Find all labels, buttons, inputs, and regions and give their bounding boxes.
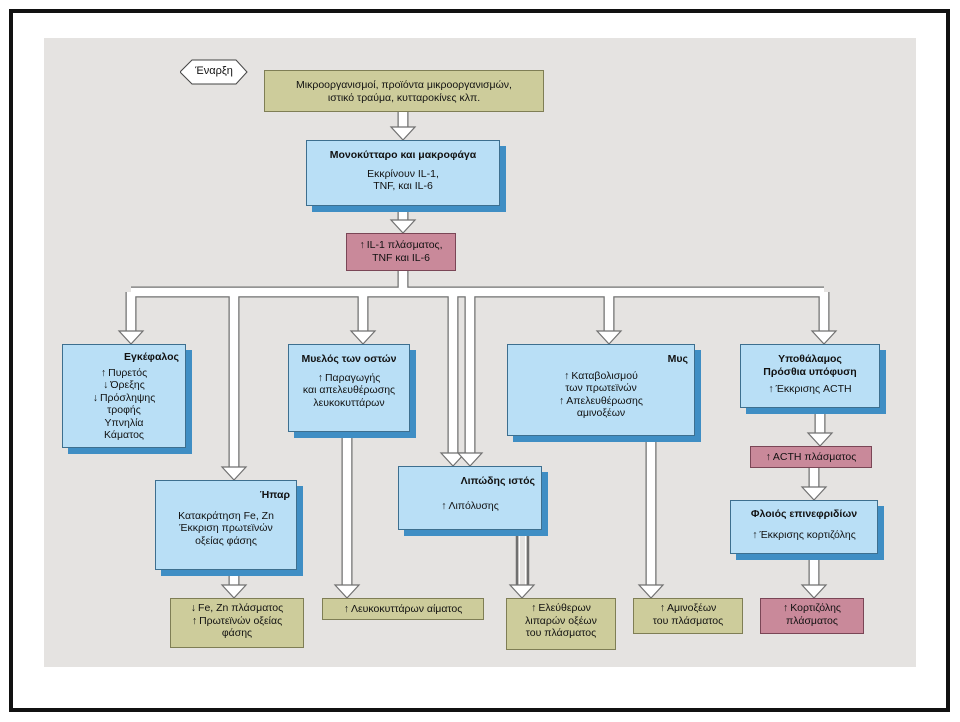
- out-wbc-box: Λευκοκυττάρων αίματος: [322, 598, 484, 620]
- out-aa-line-1: Αμινοξέων: [638, 602, 738, 615]
- acth-secretion-line: Έκκρισης ACTH: [741, 383, 879, 396]
- brain-fever: Πυρετός: [63, 367, 185, 380]
- out-aa-box: Αμινοξέων του πλάσματος: [633, 598, 743, 634]
- muscle-line-2: των πρωτεϊνών: [565, 382, 637, 394]
- arrow-to-liver-head: [220, 466, 248, 481]
- arrow-to-marrow-head: [349, 330, 377, 345]
- hypothalamus-title: Υποθάλαμος: [778, 353, 842, 365]
- acth-plasma-box: ACTH πλάσματος: [750, 446, 872, 468]
- plasma-cytokines-box: IL-1 πλάσματος, TNF και IL-6: [346, 233, 456, 271]
- out-acute-phase: φάσης: [221, 627, 253, 639]
- muscle-line-4: αμινοξέων: [576, 407, 626, 419]
- out-ffa-box: Ελεύθερων λιπαρών οξέων του πλάσματος: [506, 598, 616, 650]
- brain-intake-2: τροφής: [107, 404, 141, 416]
- arrow-to-muscle-head: [595, 330, 623, 345]
- out-cortisol-box: Κορτιζόλης πλάσματος: [760, 598, 864, 634]
- out-cortisol-line-2: πλάσματος: [786, 614, 838, 627]
- arrow-to-adipose-head-a: [439, 452, 467, 467]
- adipose-title: Λιπώδης ιστός: [460, 475, 535, 487]
- arrow-adipose-rails-fill: [519, 536, 526, 586]
- trigger-box: Μικροοργανισμοί, προϊόντα μικροοργανισμώ…: [264, 70, 544, 112]
- arrow-hypothalamus-to-acth-head: [806, 432, 834, 447]
- brain-somnolence: Υπνηλία: [104, 416, 144, 429]
- muscle-title: Μυς: [667, 353, 688, 365]
- liver-line-3: οξείας φάσης: [195, 534, 257, 547]
- outer-frame: [9, 9, 950, 712]
- out-wbc-line: Λευκοκυττάρων αίματος: [327, 603, 479, 616]
- bone-marrow-title: Μυελός των οστών: [301, 353, 397, 365]
- muscle-line-3: Απελευθέρωσης: [508, 395, 694, 408]
- cortisol-secretion-line: Έκκρισης κορτιζόλης: [731, 529, 877, 542]
- arrow-adipose-rails: [515, 536, 530, 586]
- connector-arrows: [117, 112, 838, 599]
- arrow-adrenal-to-cortisol-head: [800, 584, 828, 599]
- adrenal-cortex-box: Φλοιός επινεφριδίων Έκκρισης κορτιζόλης: [730, 500, 878, 554]
- marrow-line-2: και απελευθέρωσης: [302, 384, 396, 396]
- monocytes-line-1: Εκκρίνουν IL-1,: [367, 167, 439, 180]
- start-badge: [180, 59, 248, 85]
- arrow-trigger-to-monocytes-head: [389, 126, 417, 141]
- marrow-line-1: Παραγωγής: [289, 372, 409, 385]
- liver-line-2: Έκκριση πρωτεϊνών: [179, 522, 273, 534]
- acth-plasma-line: ACTH πλάσματος: [755, 451, 867, 464]
- arrow-adipose-to-output-head: [508, 584, 536, 599]
- liver-box: Ήπαρ Κατακράτηση Fe, Zn Έκκριση πρωτεϊνώ…: [155, 480, 297, 570]
- muscle-box: Μυς Καταβολισμού των πρωτεϊνών Απελευθέρ…: [507, 344, 695, 436]
- muscle-line-1: Καταβολισμού: [508, 370, 694, 383]
- brain-fatigue: Κάματος: [104, 429, 144, 441]
- plasma-tnf-line: TNF και IL-6: [372, 251, 430, 264]
- arrow-to-brain-head: [117, 330, 145, 345]
- out-aa-line-2: του πλάσματος: [652, 614, 724, 627]
- lipolysis-line: Λιπόλυσης: [399, 500, 541, 513]
- arrow-monocytes-to-plasma-head: [389, 219, 417, 234]
- out-cortisol-line-1: Κορτιζόλης: [765, 602, 859, 615]
- monocytes-box: Μονοκύτταρο και μακροφάγα Εκκρίνουν IL-1…: [306, 140, 500, 206]
- bone-marrow-box: Μυελός των οστών Παραγωγής και απελευθέρ…: [288, 344, 410, 432]
- start-label: Έναρξη: [195, 65, 233, 77]
- arrow-acth-to-adrenal-head: [800, 486, 828, 501]
- marrow-line-3: λευκοκυττάρων: [313, 396, 385, 409]
- liver-title: Ήπαρ: [259, 489, 290, 501]
- adrenal-title: Φλοιός επινεφριδίων: [750, 508, 858, 520]
- trigger-line-1: Μικροοργανισμοί, προϊόντα μικροοργανισμώ…: [296, 79, 512, 91]
- out-ffa-line-1: Ελεύθερων: [511, 602, 611, 615]
- plasma-il1-line: IL-1 πλάσματος,: [351, 239, 451, 252]
- out-ffa-line-2: λιπαρών οξέων: [525, 614, 597, 627]
- hypothalamus-box: Υποθάλαμος Πρόσθια υπόφυση Έκκρισης ACTH: [740, 344, 880, 408]
- out-ffa-line-3: του πλάσματος: [525, 627, 597, 639]
- out-liver-box: Fe, Zn πλάσματος Πρωτεϊνών οξείας φάσης: [170, 598, 304, 648]
- arrow-tree-fill: [126, 271, 829, 467]
- brain-box: Εγκέφαλος Πυρετός Όρεξης Πρόσληψης τροφή…: [62, 344, 186, 448]
- arrow-muscle-to-output-head: [637, 584, 665, 599]
- diagram-canvas: Έναρξη Μικροοργανισμοί, προϊόντα μικροορ…: [44, 38, 916, 667]
- monocytes-title: Μονοκύτταρο και μακροφάγα: [329, 149, 477, 161]
- out-acute-proteins: Πρωτεϊνών οξείας: [175, 615, 299, 628]
- monocytes-line-2: TNF, και IL-6: [373, 180, 433, 192]
- trigger-line-2: ιστικό τραύμα, κυτταροκίνες κλπ.: [327, 91, 481, 104]
- adipose-box: Λιπώδης ιστός Λιπόλυσης: [398, 466, 542, 530]
- brain-appetite: Όρεξης: [63, 379, 185, 392]
- arrow-to-adipose-head-b: [456, 452, 484, 467]
- brain-title: Εγκέφαλος: [124, 351, 179, 363]
- brain-intake: Πρόσληψης: [63, 392, 185, 405]
- out-fe-zn: Fe, Zn πλάσματος: [175, 602, 299, 615]
- liver-line-1: Κατακράτηση Fe, Zn: [178, 509, 274, 522]
- arrow-to-hypothalamus-head: [810, 330, 838, 345]
- arrow-marrow-to-output-head: [333, 584, 361, 599]
- pituitary-title: Πρόσθια υπόφυση: [763, 365, 857, 378]
- arrow-liver-to-output-head: [220, 584, 248, 599]
